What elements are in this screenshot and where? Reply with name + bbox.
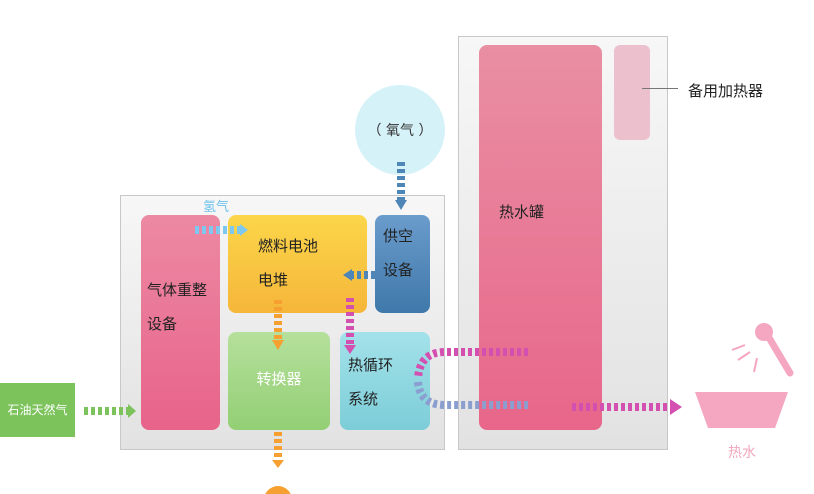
reformer-label-1: 气体重整 [147,281,208,299]
heat-cycle-box: 热循环 系统 [340,332,430,430]
reformer-box: 气体重整 设备 [141,215,220,430]
backup-heater [614,45,650,140]
output-circle [265,486,291,494]
backup-heater-leader-line [642,88,678,89]
heat-cycle-label-1: 热循环 [348,356,394,374]
air-supply-box: 供空 设备 [375,215,430,313]
tank-label: 热水罐 [499,203,545,221]
fuel-cell-label-2: 电堆 [258,271,289,289]
natural-gas-box: 石油天然气 [0,383,75,437]
reformer-label-2: 设备 [147,315,178,333]
heat-loop-hot [414,348,528,379]
converter-label: 转换器 [256,370,302,388]
air-supply-label-2: 设备 [383,261,414,279]
oxygen-circle [355,85,445,175]
natural-gas-label: 石油天然气 [7,403,68,417]
shower-basin-icon [695,323,794,428]
heat-loop-cold [414,381,528,409]
fuel-cell-box: 燃料电池 电堆 [228,215,367,313]
backup-heater-label: 备用加热器 [688,82,764,100]
converter-box: 转换器 [228,332,330,430]
air-supply-label-1: 供空 [383,227,414,245]
fuel-cell-label-1: 燃料电池 [258,237,319,255]
heat-cycle-label-2: 系统 [348,390,379,408]
hydrogen-label: 氢气 [203,200,230,215]
natural-gas-arrowhead [128,404,136,418]
hot-water-label: 热水 [728,445,756,461]
oxygen-label: （ 氧气 ） [367,123,433,139]
hot-water-tank: 热水罐 [479,45,602,430]
